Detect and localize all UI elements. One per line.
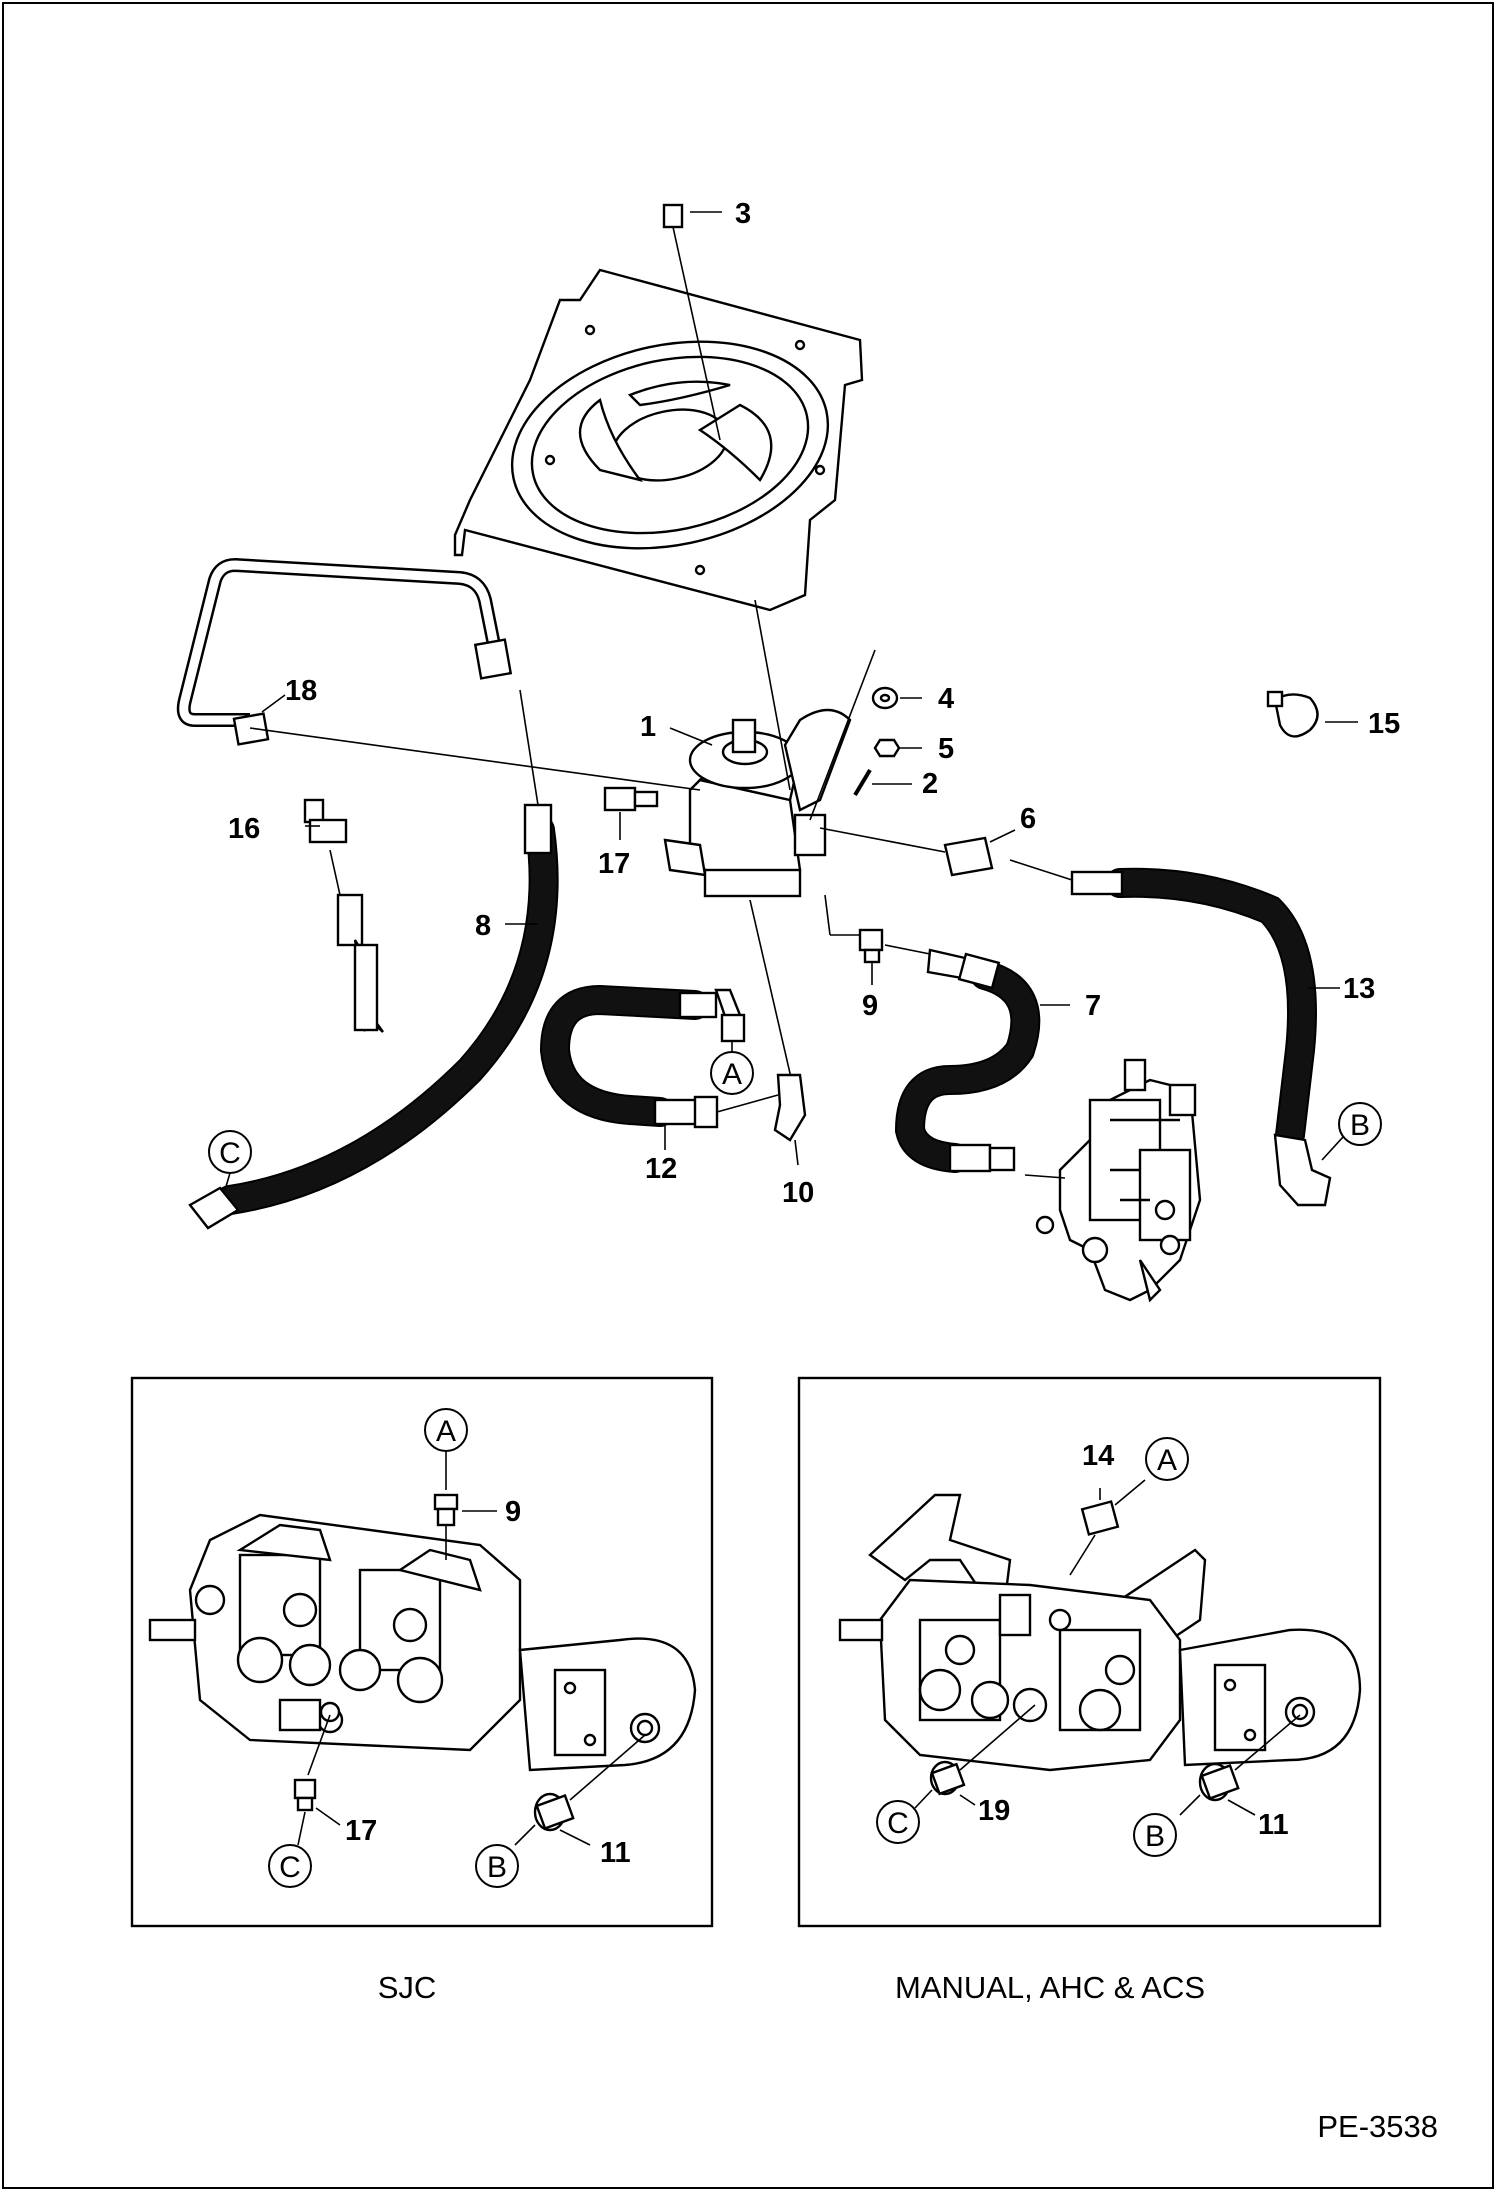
callout-2: 2 (922, 768, 938, 800)
callout-5: 5 (938, 733, 954, 765)
steel-tube (176, 558, 513, 746)
charge-pump (1178, 1628, 1362, 1767)
inset-sjc-caption: SJC (378, 1970, 437, 2005)
hydrostatic-pump (148, 1513, 522, 1752)
elbow-fitting (716, 1073, 807, 1166)
pin (853, 768, 912, 797)
adapter-fitting (1069, 1479, 1146, 1576)
hose-nut (943, 829, 1016, 877)
inset-sjc-marker-c: C (268, 1844, 312, 1888)
svg-text:C: C (219, 1137, 241, 1170)
callout-9: 9 (862, 990, 878, 1022)
svg-text:A: A (1157, 1444, 1177, 1477)
washer (809, 649, 922, 821)
inset-sjc-callout-17: 17 (345, 1815, 377, 1847)
adapter-fitting (603, 786, 659, 840)
control-valve (663, 708, 852, 898)
inset-manual-marker-b: B (1133, 1813, 1177, 1857)
inset-manual-marker-c: C (876, 1800, 920, 1844)
callout-3: 3 (735, 198, 751, 230)
inset-manual-callout-14: 14 (1082, 1440, 1114, 1472)
hose-clamp (1266, 690, 1358, 738)
inset-manual-caption: MANUAL, AHC & ACS (895, 1970, 1205, 2005)
adapter-fitting (433, 1450, 497, 1560)
svg-text:C: C (887, 1807, 909, 1840)
callout-6: 6 (1020, 803, 1036, 835)
hose (894, 948, 1041, 1173)
connection-marker-b: B (1321, 1102, 1382, 1161)
swivel-fitting (303, 798, 384, 1033)
callout-12: 12 (645, 1153, 677, 1185)
connection-marker-a: A (710, 1040, 754, 1095)
inset-sjc-callout-11: 11 (600, 1837, 631, 1869)
svg-text:C: C (279, 1851, 301, 1884)
hose (539, 984, 746, 1150)
nut (873, 738, 922, 758)
mounting-plate (453, 268, 864, 612)
adapter-fitting (858, 928, 936, 985)
callout-8: 8 (475, 910, 491, 942)
callout-17: 17 (598, 848, 630, 880)
callout-18: 18 (285, 675, 317, 707)
svg-text:B: B (1145, 1820, 1165, 1853)
pump-assembly (1024, 1058, 1202, 1303)
hose (1009, 859, 1332, 1207)
svg-text:A: A (436, 1415, 456, 1448)
inset-manual-ahc-acs: 14 19 11 A B C (797, 1376, 1382, 1928)
callout-13: 13 (1343, 973, 1375, 1005)
inset-manual-callout-11: 11 (1258, 1809, 1289, 1841)
charge-pump (518, 1637, 697, 1772)
callout-15: 15 (1368, 708, 1400, 740)
callout-16: 16 (228, 813, 260, 845)
connection-marker-c: C (208, 1130, 252, 1191)
figure-code: PE-3538 (1317, 2109, 1438, 2144)
bolt (662, 203, 722, 441)
callout-10: 10 (782, 1177, 814, 1209)
inset-sjc-marker-a: A (424, 1408, 468, 1452)
inset-manual-callout-19: 19 (978, 1795, 1010, 1827)
inset-sjc-marker-b: B (475, 1844, 519, 1888)
svg-text:B: B (1350, 1109, 1370, 1142)
adapter-fitting (293, 1714, 341, 1846)
inset-manual-marker-a: A (1145, 1437, 1189, 1481)
inset-sjc-callout-9: 9 (505, 1496, 521, 1528)
callout-4: 4 (938, 683, 954, 715)
hydrostatic-pump (838, 1578, 1182, 1772)
callout-7: 7 (1085, 990, 1101, 1022)
svg-text:A: A (722, 1058, 742, 1091)
hose (188, 689, 559, 1230)
inset-sjc: 9 17 11 A B C (130, 1376, 714, 1928)
callout-1: 1 (640, 711, 656, 743)
svg-text:B: B (487, 1851, 507, 1884)
adapter-fitting (914, 1704, 1036, 1809)
adapter-fitting (514, 1734, 646, 1846)
adapter-fitting (1179, 1714, 1301, 1816)
